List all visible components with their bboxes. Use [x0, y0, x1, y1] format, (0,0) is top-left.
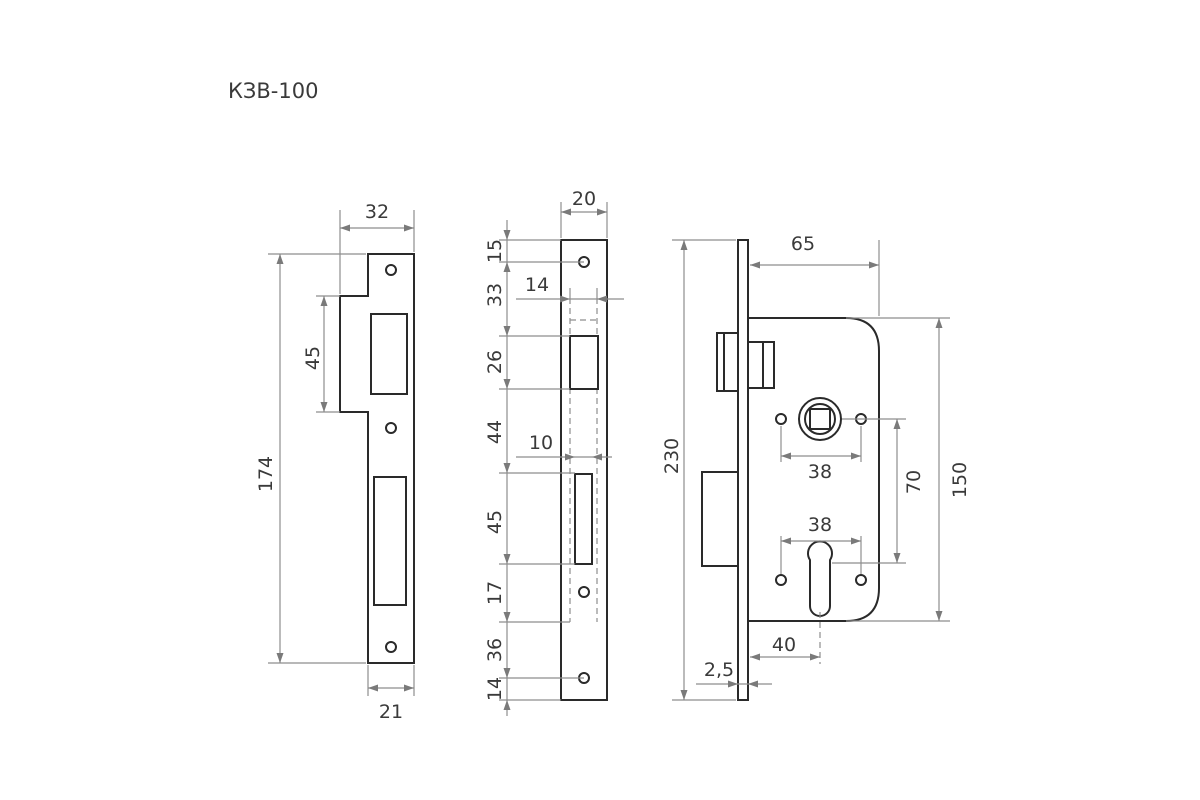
dim-strike-height: 174 [255, 456, 277, 492]
dim-strike-tab-height: 45 [302, 346, 324, 370]
latch-window [569, 335, 599, 390]
dim-spindle-hole-spacing: 38 [808, 461, 832, 483]
dim-offset-4: 44 [484, 420, 506, 444]
drawing-title: КЗВ-100 [228, 79, 318, 103]
faceplate: 20 15 33 26 44 45 17 36 14 [484, 188, 624, 716]
dim-cylinder-hole-spacing: 38 [808, 514, 832, 536]
screw-hole-icon [775, 574, 787, 586]
bolt-opening [373, 476, 407, 606]
latch-bolt [716, 332, 739, 392]
dead-bolt [701, 471, 739, 567]
dim-faceplate-thickness: 2,5 [704, 659, 734, 681]
lock-body: 65 230 38 38 70 150 [661, 233, 971, 701]
faceplate-outline [560, 239, 608, 701]
dim-offset-8: 14 [484, 677, 506, 701]
bolt-window [574, 473, 593, 565]
screw-hole-icon [775, 413, 787, 425]
dim-faceplate-height: 230 [661, 438, 683, 474]
latch-opening [370, 313, 408, 395]
strike-plate: 32 45 174 21 [255, 201, 415, 723]
dim-bolt-offset: 10 [529, 432, 553, 454]
dim-strike-width-top: 32 [365, 201, 389, 223]
dim-backset: 65 [791, 233, 815, 255]
euro-cylinder-hole [807, 540, 833, 617]
dim-offset-5: 45 [484, 510, 506, 534]
dim-cylinder-backset: 40 [772, 634, 796, 656]
dim-offset-6: 17 [484, 581, 506, 605]
dim-offset-2: 33 [484, 283, 506, 307]
lock-faceplate [737, 239, 749, 701]
dim-offset-7: 36 [484, 638, 506, 662]
dim-offset-3: 26 [484, 350, 506, 374]
dim-strike-width-bottom: 21 [379, 701, 403, 723]
dim-offset-1: 15 [484, 239, 506, 263]
dim-faceplate-width: 20 [572, 188, 596, 210]
square-spindle-icon [809, 408, 831, 430]
dim-body-height: 150 [949, 462, 971, 498]
screw-hole-icon [385, 422, 397, 434]
dim-latch-offset: 14 [525, 274, 549, 296]
screw-hole-icon [385, 264, 397, 276]
screw-hole-icon [578, 586, 590, 598]
screw-hole-icon [385, 641, 397, 653]
dim-centre-distance: 70 [903, 470, 925, 494]
latch-tail [747, 341, 775, 389]
screw-hole-icon [855, 574, 867, 586]
